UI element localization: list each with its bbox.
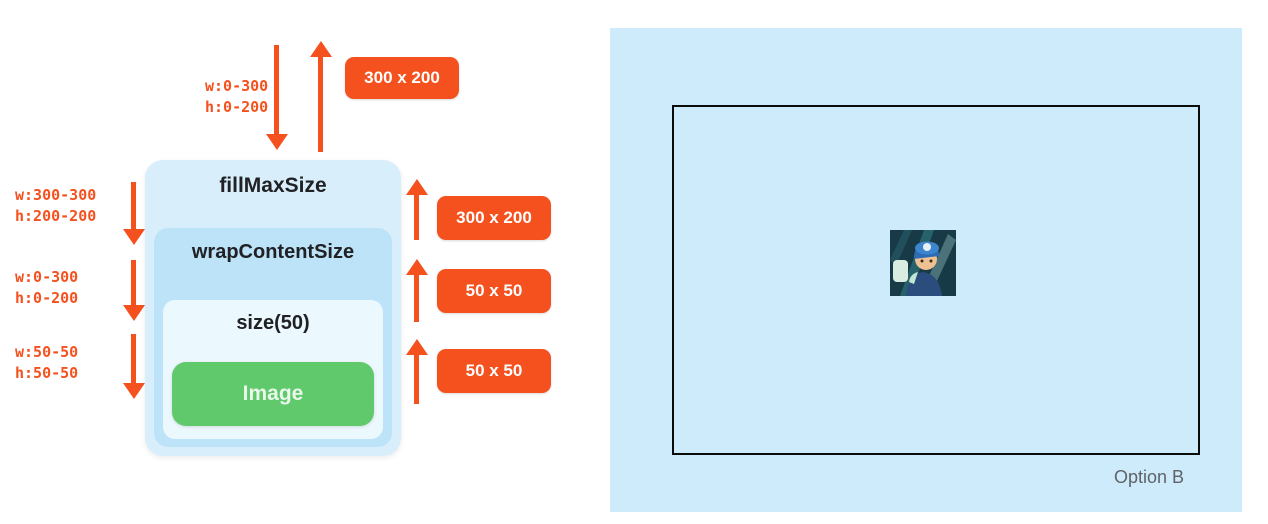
constraint-height-text: h:50-50 <box>15 364 79 382</box>
layout-bounds-rect <box>672 105 1200 455</box>
constraint-arrow-into-image <box>131 334 136 384</box>
constraint-width-text: w:300-300 <box>15 186 97 204</box>
result-badge-wrapcontentsize: 300 x 200 <box>437 196 551 240</box>
result-badge-size50: 50 x 50 <box>437 269 551 313</box>
constraint-width-text: w:0-300 <box>205 77 269 95</box>
wrapcontentsize-box: wrapContentSize size(50) Image <box>154 228 392 447</box>
character-illustration <box>890 230 956 296</box>
image-box: Image <box>172 362 374 426</box>
constraint-height-text: h:0-200 <box>15 289 79 307</box>
constraint-into-wrapcontentsize: w:300-300 h:200-200 <box>15 185 96 227</box>
result-arrow-from-fillmaxsize <box>318 56 323 152</box>
constraint-width-text: w:0-300 <box>15 268 79 286</box>
size50-box: size(50) Image <box>163 300 383 439</box>
size50-label: size(50) <box>236 312 310 334</box>
character-image <box>890 230 956 296</box>
image-label: Image <box>242 382 304 405</box>
constraint-height-text: h:0-200 <box>205 98 269 116</box>
constraint-into-image: w:50-50 h:50-50 <box>15 342 78 384</box>
result-arrow-from-wrapcontentsize <box>414 194 419 240</box>
result-badge-fillmaxsize: 300 x 200 <box>345 57 459 99</box>
preview-panel: Option B <box>610 28 1242 512</box>
wrapcontentsize-label: wrapContentSize <box>191 241 355 263</box>
constraint-width-text: w:50-50 <box>15 343 79 361</box>
fillmaxsize-box: fillMaxSize wrapContentSize size(50) Ima… <box>145 160 401 456</box>
constraint-into-fillmaxsize: w:0-300 h:0-200 <box>205 76 268 118</box>
constraint-height-text: h:200-200 <box>15 207 97 225</box>
fillmaxsize-label: fillMaxSize <box>219 174 327 197</box>
result-arrow-from-image <box>414 354 419 404</box>
constraint-into-size50: w:0-300 h:0-200 <box>15 267 78 309</box>
constraint-arrow-into-wrapcontentsize <box>131 182 136 230</box>
constraint-arrow-into-size50 <box>131 260 136 306</box>
option-label: Option B <box>1113 467 1184 487</box>
constraint-arrow-into-fillmaxsize <box>274 45 279 135</box>
result-badge-image: 50 x 50 <box>437 349 551 393</box>
result-arrow-from-size50 <box>414 274 419 322</box>
